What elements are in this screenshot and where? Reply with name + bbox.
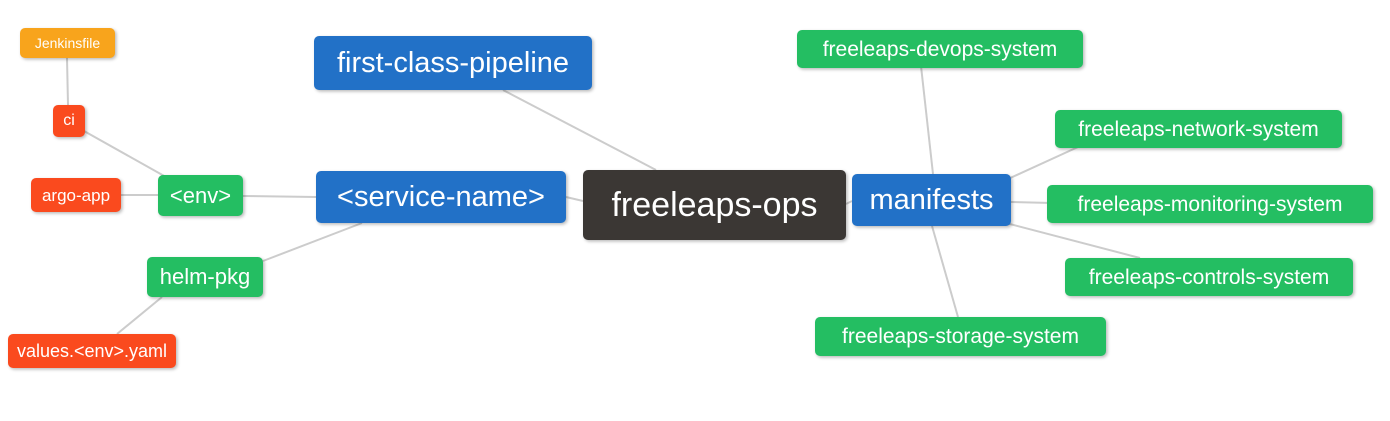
edge-helmpkg-values bbox=[116, 296, 163, 335]
node-freeleaps-devops-system[interactable]: freeleaps-devops-system bbox=[797, 30, 1083, 68]
edge-ci-env bbox=[83, 130, 167, 178]
node-first-class-pipeline[interactable]: first-class-pipeline bbox=[314, 36, 592, 90]
edge-manifests-monitoring bbox=[1010, 201, 1053, 204]
node-argo-app[interactable]: argo-app bbox=[31, 178, 121, 212]
edge-jenkinsfile-ci bbox=[66, 57, 69, 106]
node-service-name[interactable]: <service-name> bbox=[316, 171, 566, 223]
node-freeleaps-ops-root[interactable]: freeleaps-ops bbox=[583, 170, 846, 240]
edge-manifests-storage bbox=[931, 225, 959, 318]
node-env[interactable]: <env> bbox=[158, 175, 243, 216]
edge-pipeline-root bbox=[502, 89, 657, 171]
edge-env-servicename bbox=[242, 195, 317, 198]
edge-manifests-network bbox=[1007, 146, 1079, 180]
edge-root-manifests bbox=[845, 200, 853, 205]
node-manifests[interactable]: manifests bbox=[852, 174, 1011, 226]
edge-helmpkg-servicename bbox=[262, 222, 363, 262]
node-helm-pkg[interactable]: helm-pkg bbox=[147, 257, 263, 297]
node-values-env-yaml[interactable]: values.<env>.yaml bbox=[8, 334, 176, 368]
node-freeleaps-storage-system[interactable]: freeleaps-storage-system bbox=[815, 317, 1106, 356]
edge-manifests-devops bbox=[920, 65, 934, 175]
node-jenkinsfile[interactable]: Jenkinsfile bbox=[20, 28, 115, 58]
node-freeleaps-network-system[interactable]: freeleaps-network-system bbox=[1055, 110, 1342, 148]
edge-manifests-controls bbox=[1005, 222, 1141, 259]
node-freeleaps-controls-system[interactable]: freeleaps-controls-system bbox=[1065, 258, 1353, 296]
edge-servicename-root bbox=[565, 196, 584, 202]
node-ci[interactable]: ci bbox=[53, 105, 85, 137]
node-freeleaps-monitoring-system[interactable]: freeleaps-monitoring-system bbox=[1047, 185, 1373, 223]
